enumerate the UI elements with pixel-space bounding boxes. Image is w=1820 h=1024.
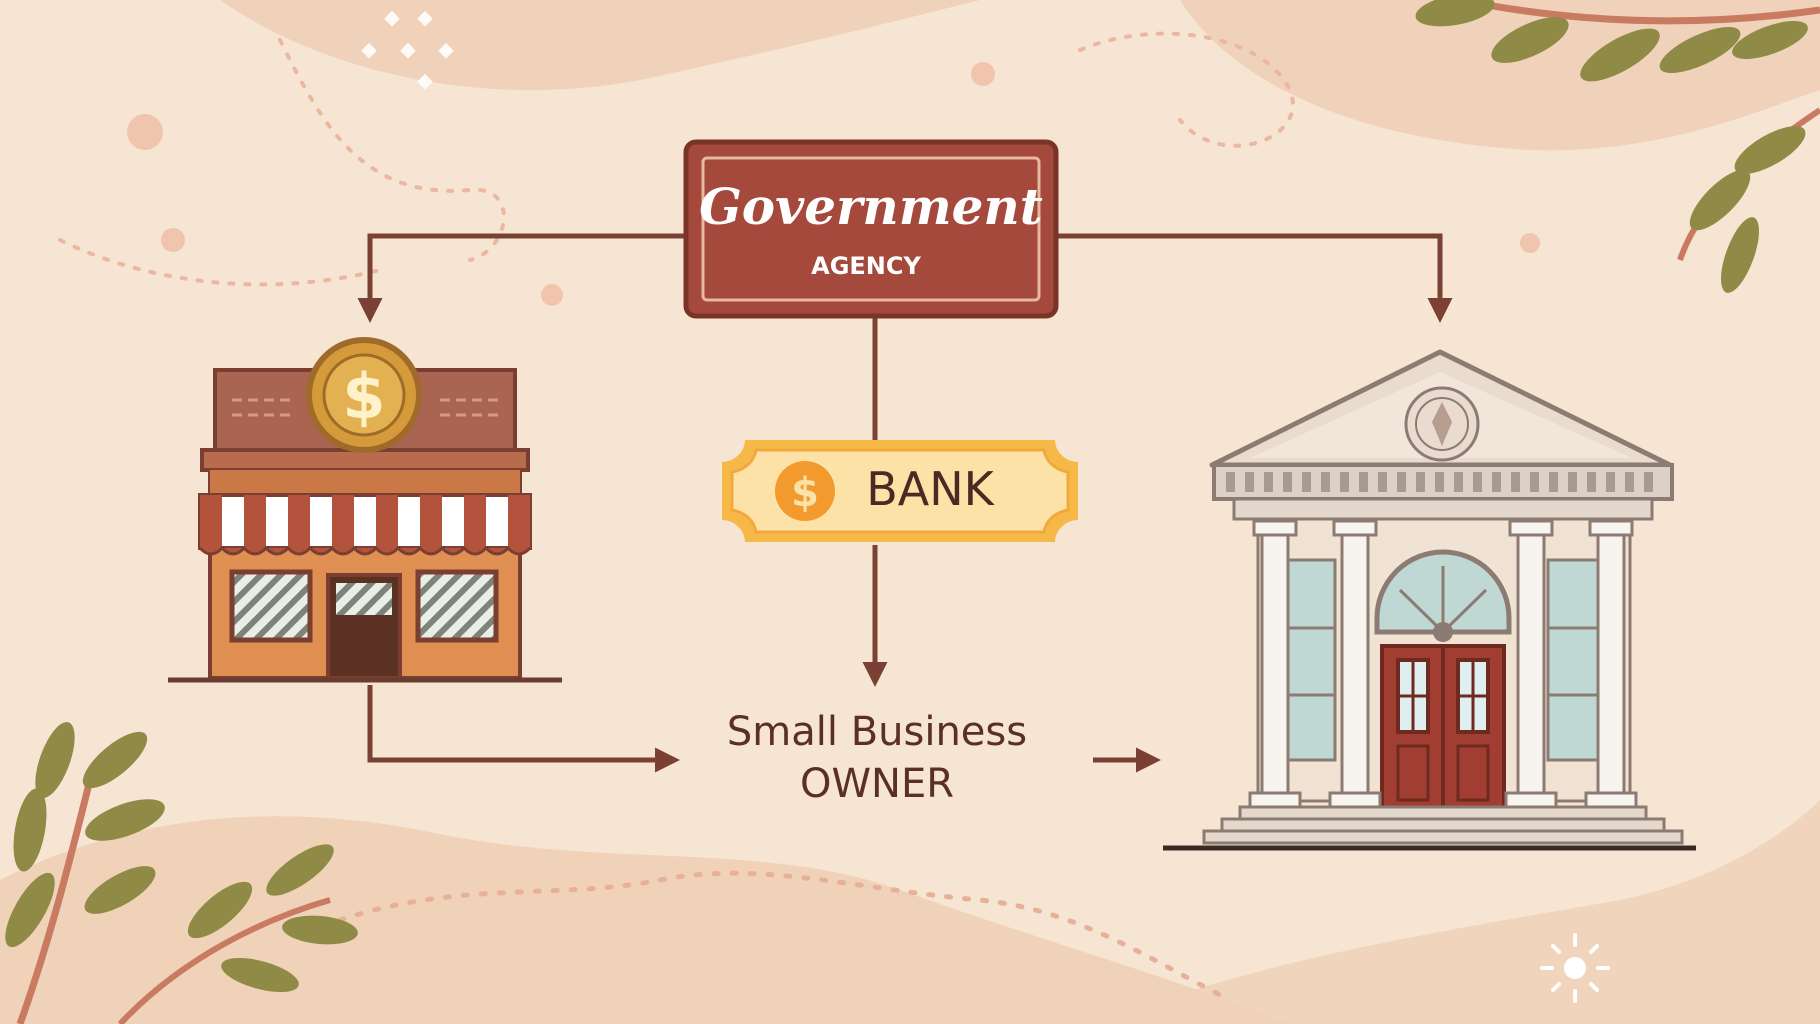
small-business-owner-label: Small Business OWNER (727, 709, 1027, 807)
government-subtitle: AGENCY (811, 252, 921, 280)
arrow-gov-to-bank-building (1054, 233, 1453, 323)
leaf-branch-icon (5, 722, 358, 1024)
government-agency-sign: Government AGENCY (683, 139, 1059, 319)
coin-icon (775, 461, 835, 521)
bank-sign-coin-symbol: $ (791, 470, 819, 516)
bank-building-icon (1163, 349, 1696, 851)
connector-arrows (357, 233, 1453, 773)
storefront-icon: $ (168, 337, 562, 683)
arrow-gov-to-store (357, 233, 688, 323)
owner-line-2: OWNER (800, 761, 954, 807)
store-coin-symbol: $ (342, 360, 385, 433)
bank-sign: $ BANK (722, 440, 1078, 542)
government-title: Government (699, 177, 1043, 236)
bank-sign-label: BANK (866, 462, 995, 516)
owner-line-1: Small Business (727, 709, 1027, 755)
leaf-branch-icon (1415, 0, 1820, 293)
arrow-store-to-owner (367, 685, 680, 773)
sparkle-icon (1540, 933, 1610, 1003)
